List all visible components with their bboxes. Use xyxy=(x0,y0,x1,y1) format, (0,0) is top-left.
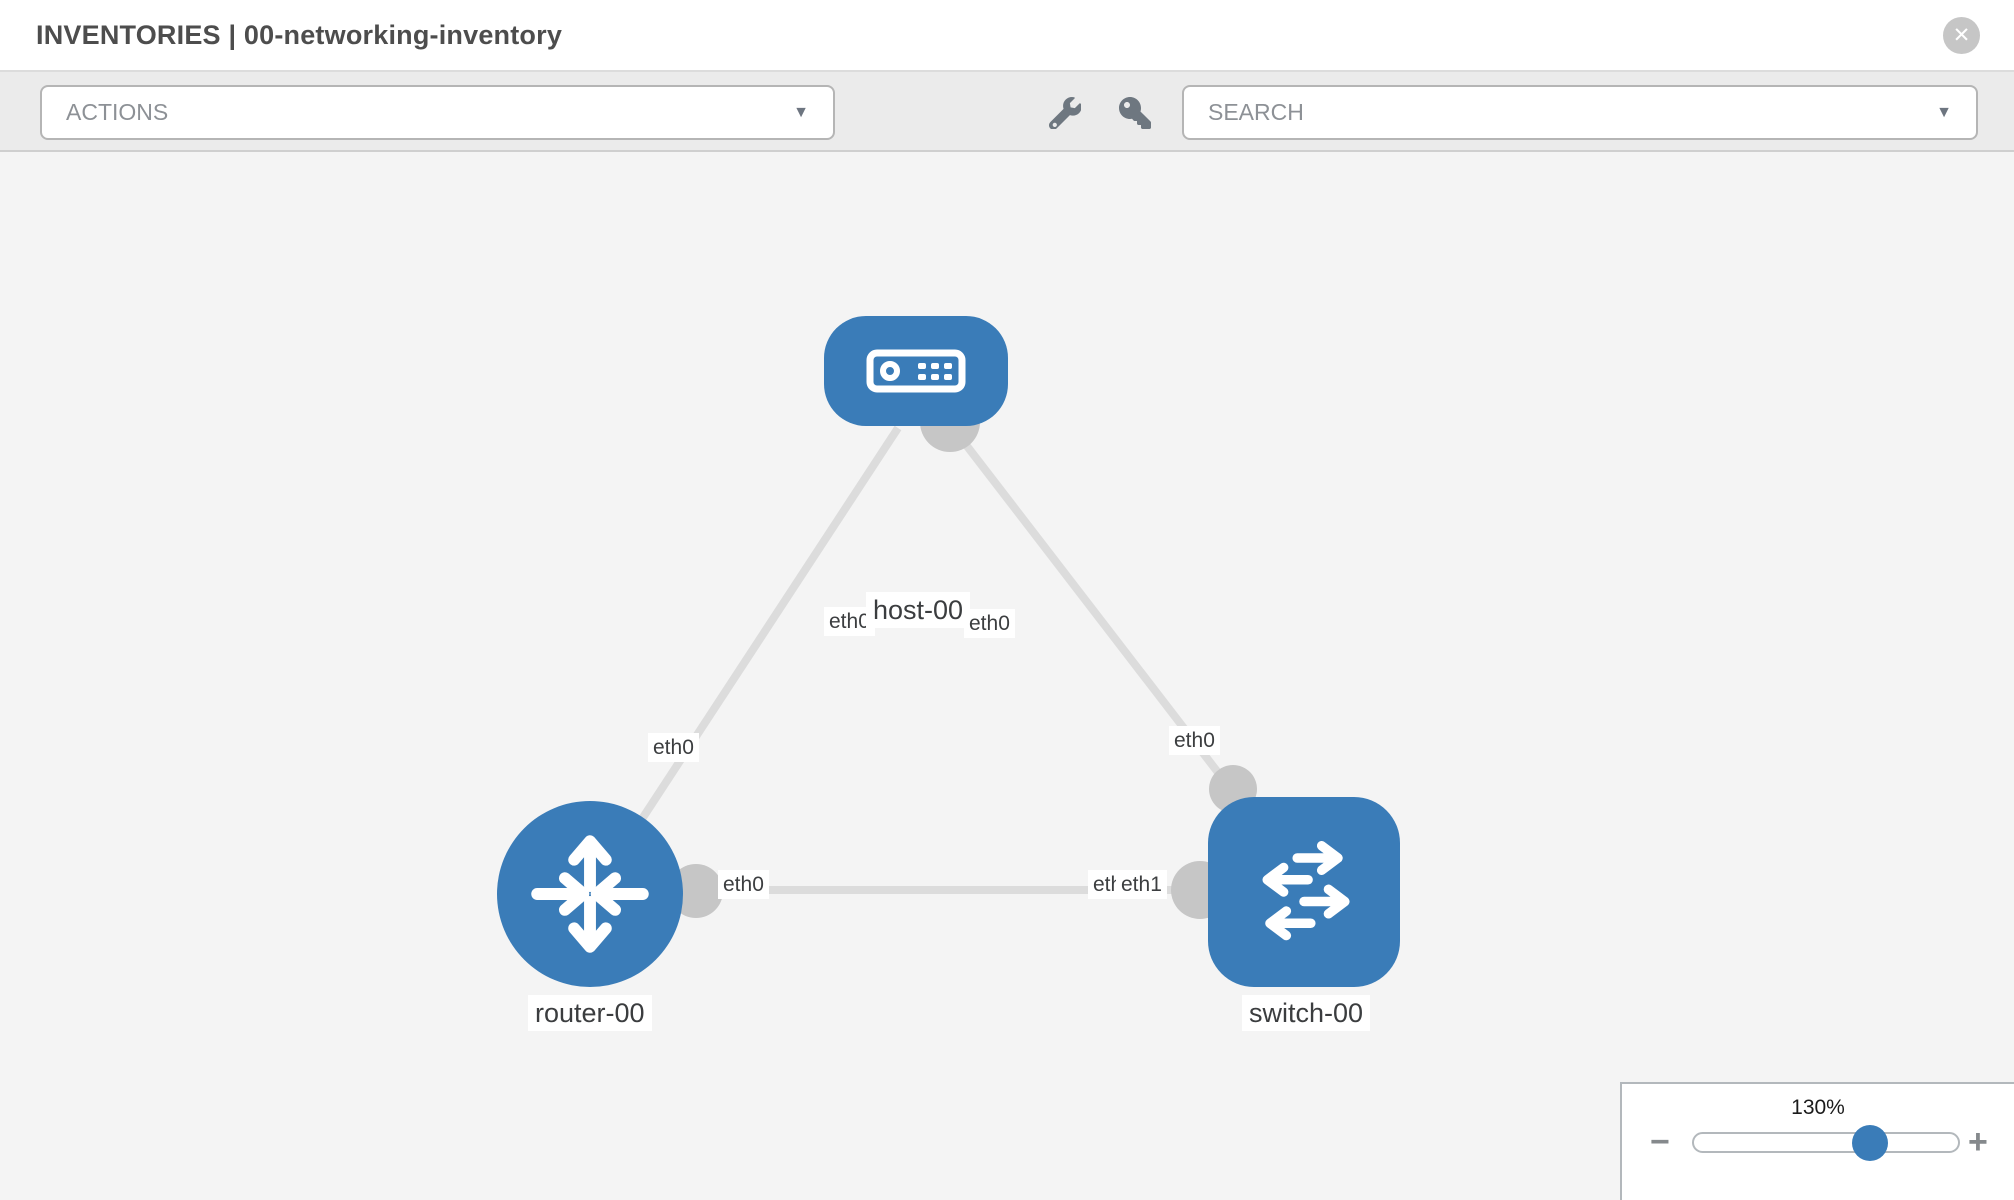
topology-links-layer xyxy=(636,392,1257,919)
toolbar: ACTIONS ▼ SEARCH ▼ xyxy=(0,72,2014,152)
node-label-host-00[interactable]: host-00 xyxy=(866,592,971,629)
node-router-00[interactable] xyxy=(497,801,683,987)
chevron-down-icon: ▼ xyxy=(793,103,809,121)
zoom-level-value: 130% xyxy=(1791,1096,1845,1119)
key-icon xyxy=(1119,97,1151,129)
configure-button[interactable] xyxy=(1048,96,1082,130)
wrench-icon xyxy=(1049,97,1081,129)
switch-icon xyxy=(1262,841,1350,941)
zoom-out-button[interactable]: − xyxy=(1650,1123,1670,1161)
header: INVENTORIES | 00-networking-inventory ✕ xyxy=(0,0,2014,72)
interface-label: eth0 xyxy=(1169,726,1220,756)
host-icon xyxy=(866,349,966,393)
node-host-00[interactable] xyxy=(824,316,1008,426)
router-icon xyxy=(531,835,649,953)
interface-label: eth0 xyxy=(718,870,769,900)
page-title: INVENTORIES | 00-networking-inventory xyxy=(36,19,563,50)
node-label-switch-00[interactable]: switch-00 xyxy=(1242,995,1371,1032)
actions-dropdown-label: ACTIONS xyxy=(66,99,169,125)
interface-label: eth0 xyxy=(648,733,699,763)
node-switch-00[interactable] xyxy=(1208,797,1400,987)
router-connector-dot xyxy=(669,864,723,918)
topology-canvas[interactable]: eth0 host-00 eth0 eth0 eth0 eth0 eth0 et… xyxy=(0,152,2014,1200)
close-button[interactable]: ✕ xyxy=(1943,17,1980,54)
chevron-down-icon: ▼ xyxy=(1936,103,1952,121)
search-placeholder: SEARCH xyxy=(1208,99,1304,125)
zoom-control-panel: 130% − + xyxy=(1620,1082,2014,1200)
interface-label: eth1 xyxy=(1116,870,1167,900)
search-dropdown[interactable]: SEARCH ▼ xyxy=(1182,85,1978,140)
actions-dropdown[interactable]: ACTIONS ▼ xyxy=(40,85,835,140)
close-icon: ✕ xyxy=(1952,24,1971,47)
node-label-router-00[interactable]: router-00 xyxy=(528,995,652,1032)
zoom-slider-track[interactable] xyxy=(1692,1125,1960,1161)
zoom-in-button[interactable]: + xyxy=(1968,1123,1988,1161)
zoom-slider-row: − + xyxy=(1622,1120,2014,1180)
zoom-slider-thumb[interactable] xyxy=(1852,1125,1888,1161)
interface-label: eth0 xyxy=(964,609,1015,639)
credentials-button[interactable] xyxy=(1118,96,1152,130)
